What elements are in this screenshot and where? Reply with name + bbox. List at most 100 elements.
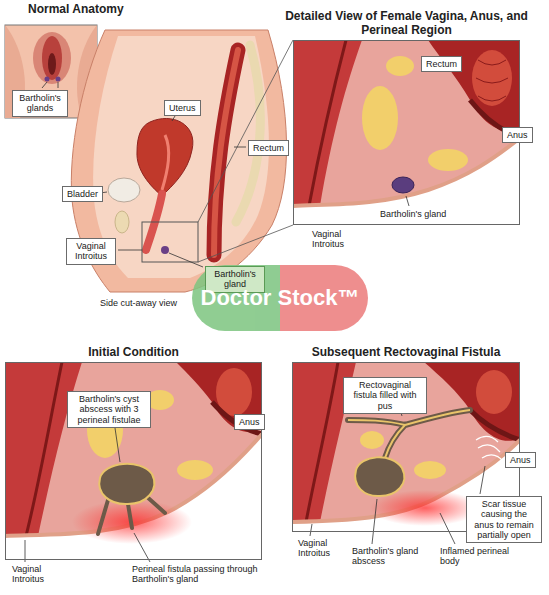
callout-text: Rectovaginal fistula filled with pus [348,380,422,411]
fat [414,461,446,479]
anatomy-label: Vaginal Introitus [312,229,358,250]
fat [386,56,414,76]
fat [177,460,213,480]
anatomy-label: Bartholin's gland [380,209,446,219]
anatomy-label: Vaginal Introitus [12,564,62,585]
body-outline [71,30,286,292]
gland-dot [56,77,61,82]
callout-text: Vaginal Introitus [71,241,111,262]
leader-line [480,466,485,494]
rectal-mucosa [472,50,512,106]
zoom-frame [142,222,198,262]
view-panel: Initial ConditionBartholin's cyst absces… [5,362,262,560]
zoom-line [198,225,293,262]
gland-dot [45,77,50,82]
bartholin-gland [392,177,414,193]
rectum [424,362,520,441]
vaginal-wall [5,362,82,536]
uterine-lining [162,135,169,190]
rectum [176,362,262,432]
view-caption: Side cut-away view [100,298,177,308]
callout-box: Anus [502,127,533,143]
panel-heading: Initial Condition [0,346,273,360]
leader-line [440,513,455,544]
rectal-mucosa [476,370,512,414]
bartholin-gland [161,246,169,254]
callout-box: Anus [234,414,265,430]
section-title: Normal Anatomy [28,3,124,17]
callout-text: Uterus [169,103,196,113]
panel-heading: Detailed View of Female Vagina, Anus, an… [282,10,531,38]
callout-text: Rectum [253,143,284,153]
labia-minora [42,36,62,80]
rectal-folds [476,60,508,101]
fat [428,149,468,171]
detail-view [293,40,520,225]
leader-line [172,116,175,121]
fat [362,86,398,150]
leader-line [134,533,150,562]
callout-box: Bartholin's glands [12,90,68,117]
callout-text: Bartholin's cyst abscess with 3 perineal… [72,394,146,425]
tissue [293,40,520,225]
leader-line [406,196,409,206]
tissue [5,362,262,560]
leader-line [25,540,26,562]
cyst-abscess [99,464,154,504]
callout-text: Anus [510,455,531,465]
callout-box: Vaginal Introitus [66,238,116,265]
leader-line [42,82,47,88]
vaginal-lumen [309,40,346,206]
callout-text: Bartholin's glands [17,93,63,114]
uterus [137,118,193,196]
view-panel: Detailed View of Female Vagina, Anus, an… [293,40,520,225]
pubic-bone [115,211,129,233]
callout-box: Rectovaginal fistula filled with pus [343,377,427,414]
outside-body [293,138,520,225]
callout-text: Bladder [67,189,98,199]
pelvic-cavity [93,36,269,278]
callout-box: Scar tissue causing the anus to remain p… [466,496,542,543]
panel-heading: Subsequent Rectovaginal Fistula [281,346,531,360]
leader-line [118,250,142,251]
callout-box: Rectum [248,140,289,156]
callout-text: Scar tissue causing the anus to remain p… [471,499,537,540]
anatomy-label: Inflamed perineal body [440,546,512,567]
leader-line [115,428,120,462]
callout-text: Anus [239,417,260,427]
anatomy-label: Bartholin's gland abscess [352,546,434,567]
leader-line [310,524,312,536]
vaginal-lumen [306,362,338,522]
outside-body [5,434,262,560]
callout-text: Rectum [426,59,457,69]
callout-text: Anus [507,130,528,140]
callout-box: Rectum [421,56,462,72]
leader-line [234,147,246,148]
callout-box: Uterus [164,100,201,116]
bladder [108,178,140,202]
rectum [428,40,520,131]
scar-tissue [476,436,504,462]
anatomy-label: Vaginal Introitus [298,538,346,559]
callout-box: Bladder [62,186,103,202]
watermark: Doctor Stock™ [201,285,360,310]
gland-abscess [355,457,404,496]
callout-box: Bartholin's cyst abscess with 3 perineal… [67,391,151,428]
leader-line [372,499,377,544]
rectovaginal-fistula [348,410,470,458]
vaginal-opening [48,53,56,75]
side-view [71,30,293,292]
anatomy-label: Perineal fistula passing through Barthol… [132,564,260,585]
leader-line [169,253,203,267]
vaginal-lumen [26,362,62,536]
vaginal-wall [293,40,362,206]
callout-box: Anus [505,452,536,468]
zoom-line [198,40,293,222]
fat [360,431,384,449]
leader-line [58,82,59,88]
skin-surface [293,138,520,206]
labia-majora [33,32,71,84]
initial-view [5,362,262,560]
anal-canal [470,410,520,440]
